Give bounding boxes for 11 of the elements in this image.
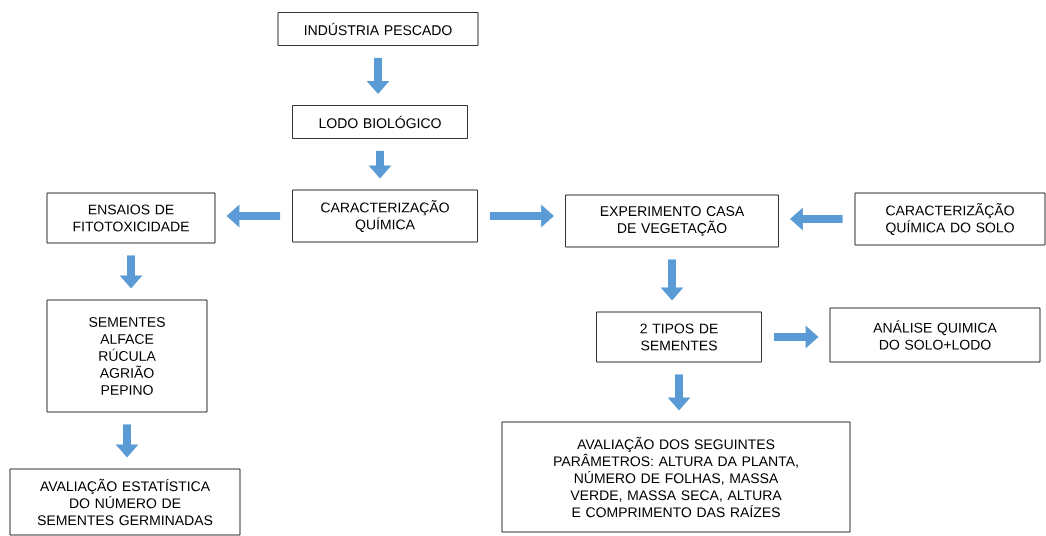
process-box: SEMENTES ALFACE RÚCULA AGRIÃO PEPINO [46, 299, 208, 413]
process-box: LODO BIOLÓGICO [292, 105, 468, 139]
process-box: CARACTERIZAÇÃO QUÍMICA [292, 189, 478, 243]
process-box: 2 TIPOS DE SEMENTES [596, 311, 762, 363]
process-box: ANÁLISE QUIMICA DO SOLO+LODO [829, 307, 1041, 363]
process-box: EXPERIMENTO CASA DE VEGETAÇÃO [565, 194, 779, 248]
process-box: CARACTERIZÃÇÃO QUÍMICA DO SOLO [854, 192, 1046, 246]
process-box: INDÚSTRIA PESCADO [277, 12, 479, 46]
process-box: ENSAIOS DE FITOTOXICIDADE [46, 192, 216, 244]
process-box: AVALIAÇÃO ESTATÍSTICA DO NÚMERO DE SEMENTES GERMINADAS [9, 468, 241, 536]
process-box: AVALIAÇÃO DOS SEGUINTES PARÂMETROS: ALTURA DA PLANTA, NÚMERO DE FOLHAS, MASSA VERDE, MASSA SECA, ALTURA E COMPRIMENTO DAS RAÍZES [501, 421, 851, 533]
